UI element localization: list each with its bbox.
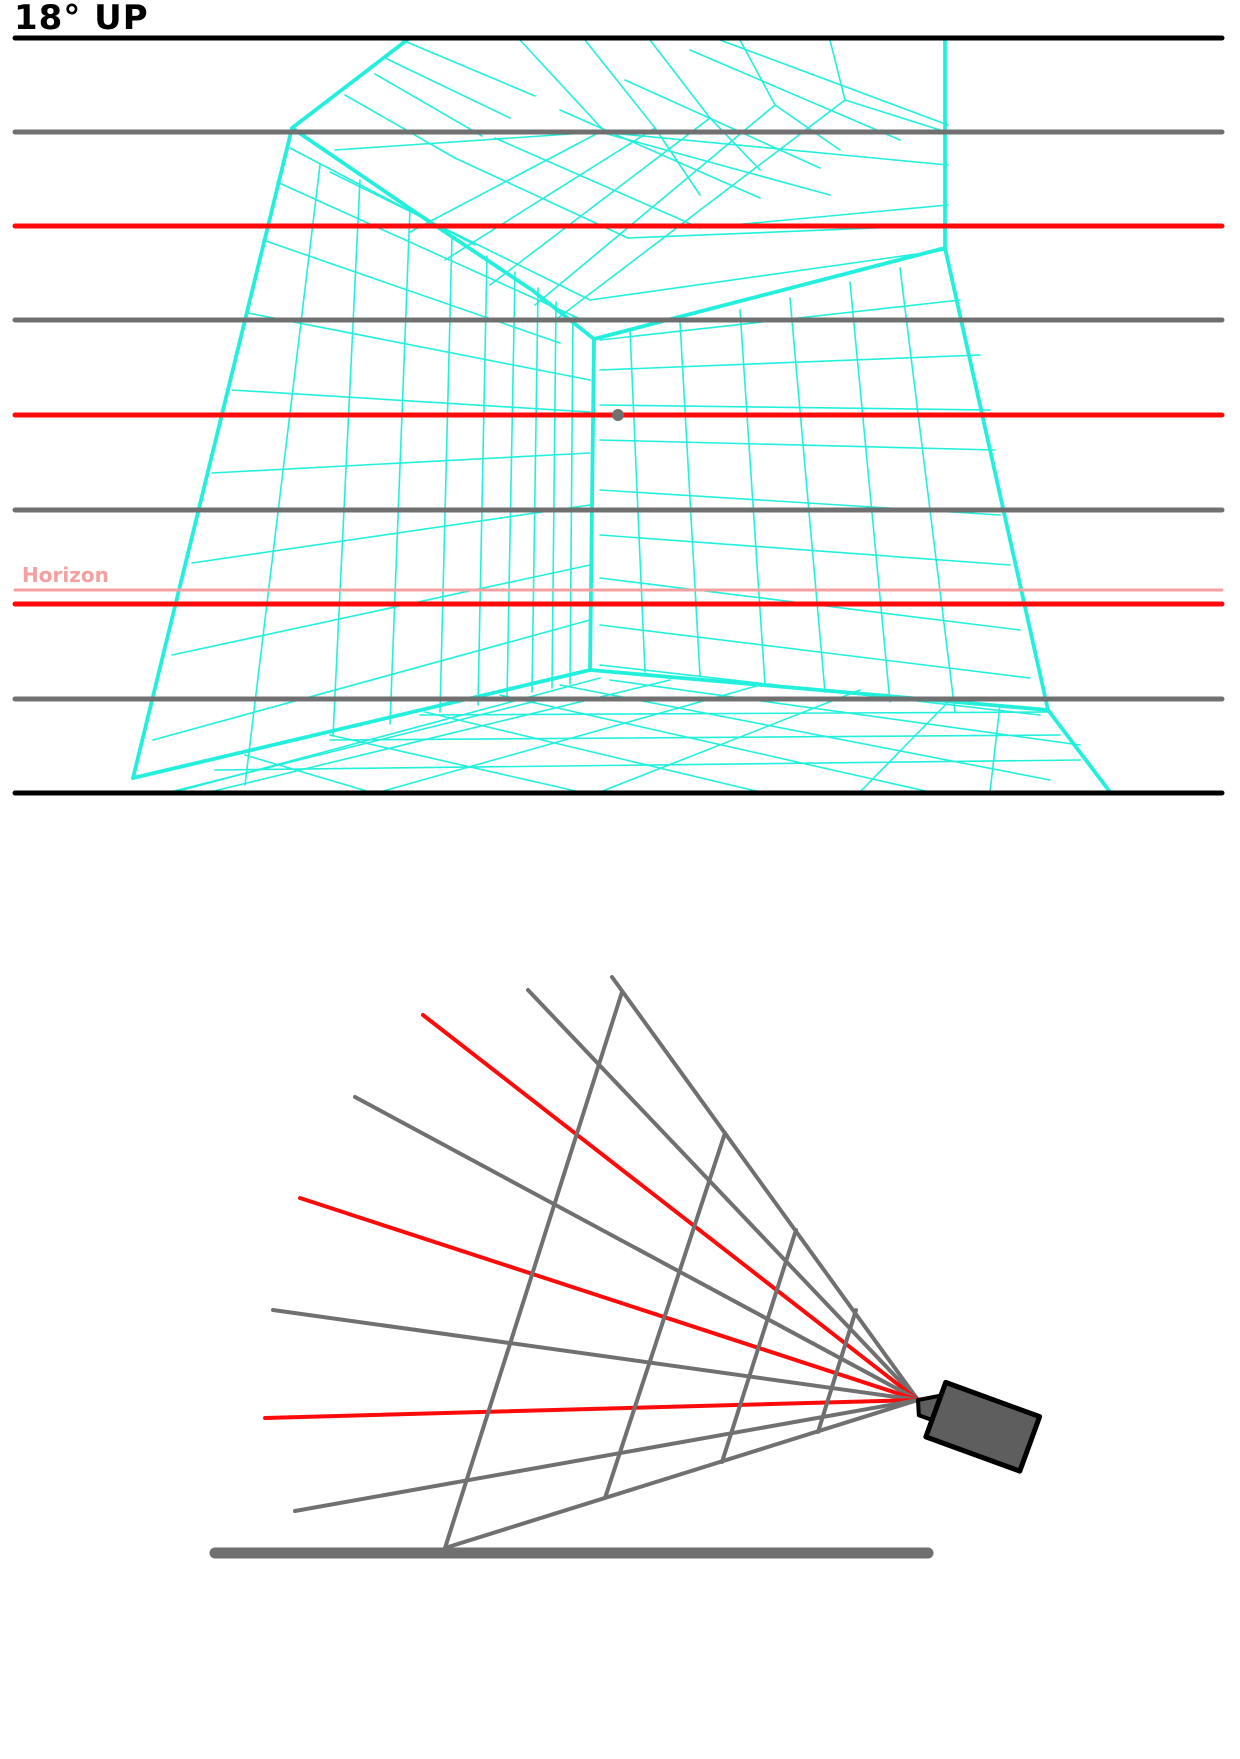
ray-gray: [443, 1398, 920, 1550]
guide-lines: [12, 35, 1225, 796]
room-grid: [131, 38, 1112, 794]
ray-red: [421, 1013, 920, 1402]
camera-icon: [916, 1379, 1043, 1474]
horizon-label: Horizon: [22, 563, 109, 587]
floor-grid: [169, 677, 1081, 793]
side-view-diagram: [209, 975, 934, 1559]
page-title: 18° UP: [14, 0, 149, 38]
ray-red: [263, 1398, 920, 1420]
right-wall-grid: [599, 267, 1041, 716]
ray-gray: [610, 975, 920, 1402]
camera-rays: [263, 975, 920, 1550]
left-wall-grid: [152, 164, 591, 786]
ray-red: [298, 1196, 920, 1402]
ray-gray: [353, 1095, 920, 1402]
center-point: [612, 409, 624, 421]
ray-gray: [526, 988, 920, 1402]
picture-plane-lines: [443, 990, 858, 1550]
ceiling-grid: [289, 39, 949, 319]
ray-gray: [271, 1308, 920, 1402]
ray-gray: [293, 1398, 920, 1513]
